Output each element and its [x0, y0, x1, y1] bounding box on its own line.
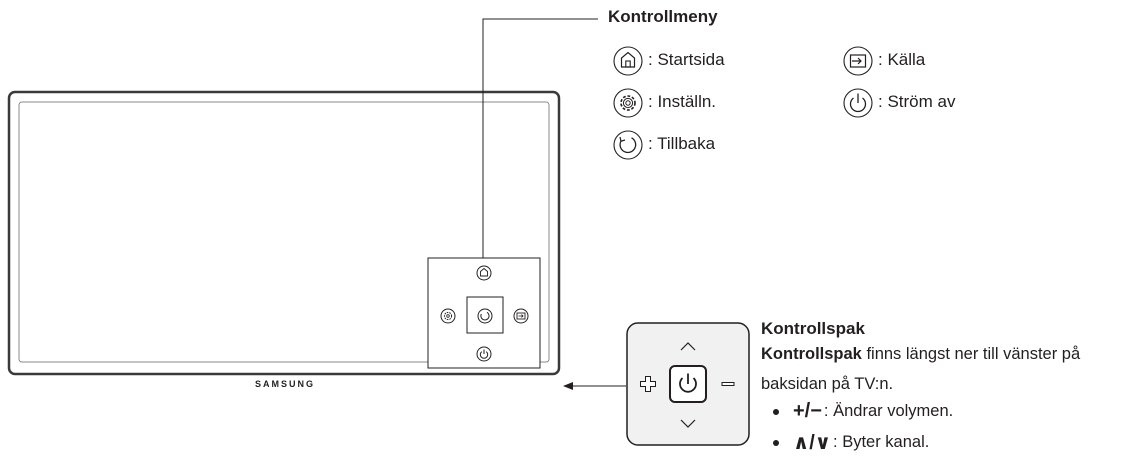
tv-home-icon	[476, 265, 492, 281]
controller-minus-icon	[721, 382, 735, 386]
legend-label-return: : Tillbaka	[648, 134, 716, 153]
tv-power-icon	[476, 346, 492, 362]
controller-panel	[626, 322, 750, 446]
tv-control-menu-center-box	[466, 296, 504, 334]
volume-text: : Ändrar volymen.	[823, 402, 954, 420]
controller-description: Kontrollspak finns längst ner till vänst…	[761, 339, 1080, 369]
tv-screen	[18, 101, 550, 363]
channel-text: : Byter kanal.	[833, 433, 930, 451]
tv-settings-icon	[440, 308, 456, 324]
tv-brand-logo: SAMSUNG	[254, 379, 315, 389]
legend-label-settings: : Inställn.	[648, 92, 717, 111]
bullet-dot	[773, 439, 779, 446]
controller-power-icon	[679, 377, 697, 393]
tv-illustration	[7, 90, 561, 376]
channel-symbols: ∧/∨	[793, 432, 832, 454]
controller-up-icon	[680, 342, 696, 351]
tv-control-menu-panel	[427, 257, 541, 369]
tv-source-icon	[513, 308, 529, 324]
legend-power-off-icon	[843, 88, 873, 118]
bullet-volume: +/− : Ändrar volymen.	[773, 400, 953, 423]
controller-description-bold: Kontrollspak	[761, 345, 862, 363]
legend-label-source: : Källa	[878, 50, 926, 69]
controller-description-line2: baksidan på TV:n.	[761, 375, 894, 393]
controller-down-icon	[680, 419, 696, 428]
legend-settings-icon	[613, 88, 643, 118]
controller-title: Kontrollspak	[761, 319, 865, 338]
legend-label-power-off: : Ström av	[878, 92, 956, 111]
legend-label-home: : Startsida	[648, 50, 725, 69]
bullet-channel: ∧/∨ : Byter kanal.	[773, 430, 929, 455]
controller-description-rest: finns längst ner till vänster på	[861, 345, 1081, 363]
control-menu-leader-line	[482, 18, 598, 260]
legend-home-icon	[613, 46, 643, 76]
volume-symbols: +/−	[793, 400, 822, 422]
control-menu-title: Kontrollmeny	[608, 7, 718, 26]
legend-return-icon	[613, 130, 643, 160]
controller-plus-icon	[640, 376, 656, 392]
legend-source-icon	[843, 46, 873, 76]
tv-return-icon	[477, 308, 493, 324]
bullet-dot	[773, 408, 779, 415]
